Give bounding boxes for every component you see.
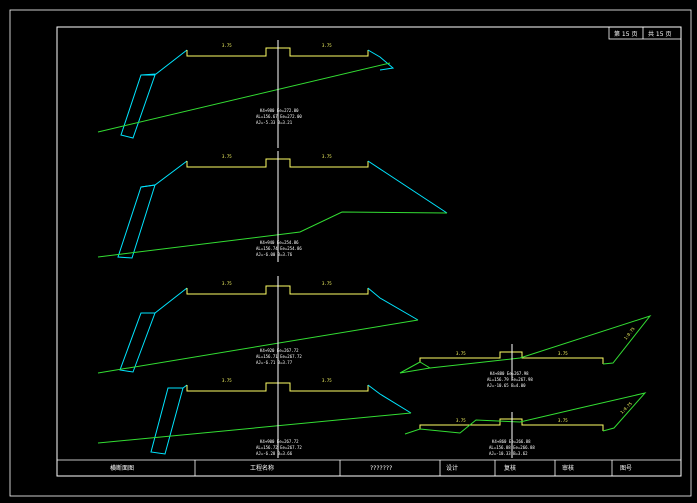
title-block bbox=[57, 459, 681, 476]
section-info-line-2: AL=156.88 Ee=266.88 bbox=[489, 445, 535, 450]
fill-slope-right bbox=[367, 160, 448, 214]
section-info-line-3: AJ=-6.00 B=3.76 bbox=[256, 252, 293, 257]
page-total: 共 15 页 bbox=[648, 30, 671, 38]
section-info-line-3: AJ=-10.33 B=3.62 bbox=[489, 451, 528, 456]
lane-width-right: 3.75 bbox=[558, 351, 568, 356]
cut-slope-left bbox=[140, 160, 188, 188]
title-cell-checker: 复核 bbox=[504, 464, 516, 472]
cross-section-6: 3.75 3.75 1:0.75 K4+860 Ee=266.88 AL=156… bbox=[404, 392, 647, 458]
outer-frame bbox=[9, 9, 692, 497]
section-info-line-1: K4+860 Ee=266.88 bbox=[492, 439, 531, 444]
pavement bbox=[419, 418, 604, 431]
cut-slope-left bbox=[141, 287, 188, 314]
section-info-line-2: AL=156.67 Ee=272.00 bbox=[256, 114, 302, 119]
title-cell-reviewer: 审核 bbox=[562, 464, 574, 472]
lane-width-left: 3.75 bbox=[222, 154, 232, 159]
section-info-line-3: AJ=-5.33 B=3.21 bbox=[256, 120, 293, 125]
cross-section-2: 3.75 3.75 K4+940 Ee=254.86 AL=156.74 Ee=… bbox=[97, 151, 448, 262]
lane-width-right: 3.75 bbox=[558, 418, 568, 423]
pavement bbox=[419, 351, 604, 364]
lane-width-right: 3.75 bbox=[322, 43, 332, 48]
retaining-wall bbox=[120, 74, 156, 139]
title-cell-project-name: 工程名称 bbox=[250, 464, 274, 472]
section-info-line-3: AJ=-6.71 B=3.77 bbox=[256, 360, 293, 365]
ground-line bbox=[97, 211, 448, 258]
section-info-line-3: AJ=-6.28 B=3.66 bbox=[256, 451, 293, 456]
ground-line bbox=[97, 319, 419, 374]
lane-width-right: 3.75 bbox=[322, 281, 332, 286]
cross-section-1: 3.75 3.75 K4+980 Ee=272.00 AL=156.67 Ee=… bbox=[97, 40, 395, 148]
section-info-line-2: AL=156.79 Ee=267.98 bbox=[487, 377, 533, 382]
cut-slope-left bbox=[140, 49, 188, 76]
lane-width-left: 3.75 bbox=[222, 43, 232, 48]
lane-width-left: 3.75 bbox=[222, 378, 232, 383]
ground-line bbox=[97, 412, 412, 444]
section-info-line-1: K4+880 Ee=267.98 bbox=[490, 371, 529, 376]
page-tag: 第 15 页 共 15 页 bbox=[608, 26, 682, 40]
lane-width-right: 3.75 bbox=[322, 154, 332, 159]
section-info-line-1: K4+920 Ee=267.72 bbox=[260, 348, 299, 353]
lane-width-left: 3.75 bbox=[456, 351, 466, 356]
lane-width-left: 3.75 bbox=[222, 281, 232, 286]
title-cell-project-value: ??????? bbox=[370, 465, 392, 472]
fill-slope-right bbox=[367, 384, 412, 414]
ground-left bbox=[399, 361, 432, 374]
title-cell-designer: 设计 bbox=[446, 464, 458, 472]
lane-width-left: 3.75 bbox=[456, 418, 466, 423]
section-info-line-3: AJ=-10.65 B=4.00 bbox=[487, 383, 526, 388]
ground-line bbox=[429, 315, 652, 369]
section-info-line-1: K4+980 Ee=272.00 bbox=[260, 108, 299, 113]
lane-width-right: 3.75 bbox=[322, 378, 332, 383]
fill-slope-right bbox=[367, 287, 419, 321]
section-info-line-2: AL=156.74 Ee=254.86 bbox=[256, 246, 302, 251]
section-info-line-1: K4+900 Ee=267.72 bbox=[260, 439, 299, 444]
ground-line bbox=[97, 62, 391, 133]
cross-section-3: 3.75 3.75 K4+920 Ee=267.72 AL=156.71 Ee=… bbox=[97, 276, 419, 378]
cut-slope-left bbox=[168, 384, 188, 389]
page-number: 第 15 页 bbox=[614, 30, 637, 38]
cross-section-4: 3.75 3.75 K4+900 Ee=267.72 AL=156.72 Ee=… bbox=[97, 372, 412, 458]
inner-frame bbox=[56, 26, 682, 477]
section-info-line-2: AL=156.72 Ee=267.72 bbox=[256, 445, 302, 450]
fill-slope-right bbox=[367, 49, 395, 71]
section-info-line-1: K4+940 Ee=254.86 bbox=[260, 240, 299, 245]
section-info-line-2: AL=156.71 Ee=267.72 bbox=[256, 354, 302, 359]
title-cell-drawing-number: 图号 bbox=[620, 465, 632, 472]
title-cell-drawing-name: 横断面图 bbox=[110, 464, 134, 472]
ground-line bbox=[404, 392, 647, 435]
